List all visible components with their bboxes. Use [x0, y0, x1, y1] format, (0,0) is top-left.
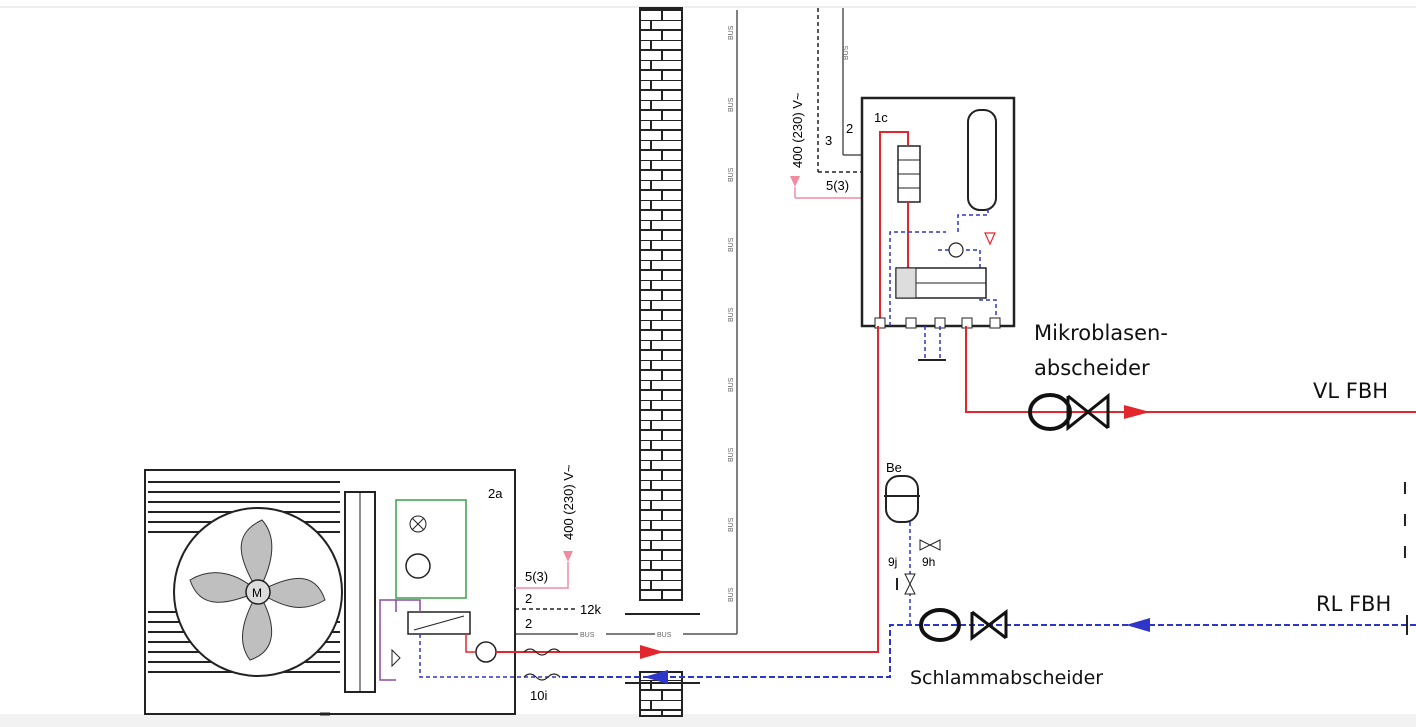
return-label: RL FBH — [1316, 592, 1391, 616]
bottom-strip — [0, 714, 1416, 727]
voltage-indoor-label: 400 (230) V~ — [790, 92, 805, 168]
supply-line — [560, 326, 1416, 659]
cable-12k-label: 12k — [580, 602, 601, 617]
fan-blades — [189, 519, 326, 661]
expansion-vessel-label: Be — [886, 460, 902, 475]
valve-9h-label: 9h — [922, 555, 935, 569]
microbubble-label-line1: Mikroblasen- — [1034, 321, 1168, 345]
bus-tag: BUS — [728, 167, 735, 182]
microbubble-label-line2: abscheider — [1034, 356, 1150, 380]
cable-5-3-outdoor-label: 5(3) — [525, 569, 548, 584]
bus-tags: BUS BUS BUS BUS BUS BUS BUS BUS BUS BUS … — [578, 25, 735, 639]
supply-label: VL FBH — [1313, 379, 1388, 403]
outdoor-power-cable: 400 (230) V~ 5(3) 2 12k 2 — [515, 464, 601, 631]
microbubble-separator — [1028, 392, 1110, 432]
bus-tag: BUS — [728, 97, 735, 112]
bus-tag: BUS — [728, 25, 735, 40]
bus-tag: BUS — [728, 237, 735, 252]
cable-5-3-indoor-label: 5(3) — [826, 178, 849, 193]
cable-10i-label: 10i — [530, 688, 547, 703]
outdoor-unit: 2a M — [144, 469, 560, 716]
sludge-label: Schlammabscheider — [910, 667, 1103, 689]
cable-2a-label: 2 — [525, 591, 532, 606]
indoor-power-cable: 400 (230) V~ 5(3) — [790, 92, 862, 199]
bus-line: BUS BUS BUS BUS BUS BUS BUS BUS BUS BUS … — [515, 10, 738, 639]
bus-tag: BUS — [728, 447, 735, 462]
cable-2-top-label: 2 — [846, 121, 853, 136]
outdoor-unit-label: 2a — [488, 486, 503, 501]
brick-wall — [625, 7, 700, 717]
bus-upper: BUS 3 2 — [817, 8, 862, 173]
flex-hoses: 10i — [523, 648, 561, 703]
bus-tag: BUS — [728, 307, 735, 322]
bus-tag: BUS — [843, 45, 850, 60]
valve-9j-label: 9j — [888, 555, 897, 569]
indoor-unit-label: 1c — [874, 110, 888, 125]
bus-tag: BUS — [728, 517, 735, 532]
cable-2b-label: 2 — [525, 616, 532, 631]
return-line — [560, 615, 1416, 684]
sludge-separator — [919, 608, 1008, 642]
fan-motor-label: M — [252, 586, 262, 600]
cable-3-label: 3 — [825, 133, 832, 148]
bus-tag: BUS — [657, 632, 672, 639]
bus-tag: BUS — [580, 632, 595, 639]
bus-tag: BUS — [728, 377, 735, 392]
voltage-outdoor-label: 400 (230) V~ — [561, 464, 576, 540]
expansion-vessel: Be 9j 9h — [884, 460, 941, 625]
indoor-unit: 1c — [860, 96, 1016, 361]
bus-tag: BUS — [728, 587, 735, 602]
